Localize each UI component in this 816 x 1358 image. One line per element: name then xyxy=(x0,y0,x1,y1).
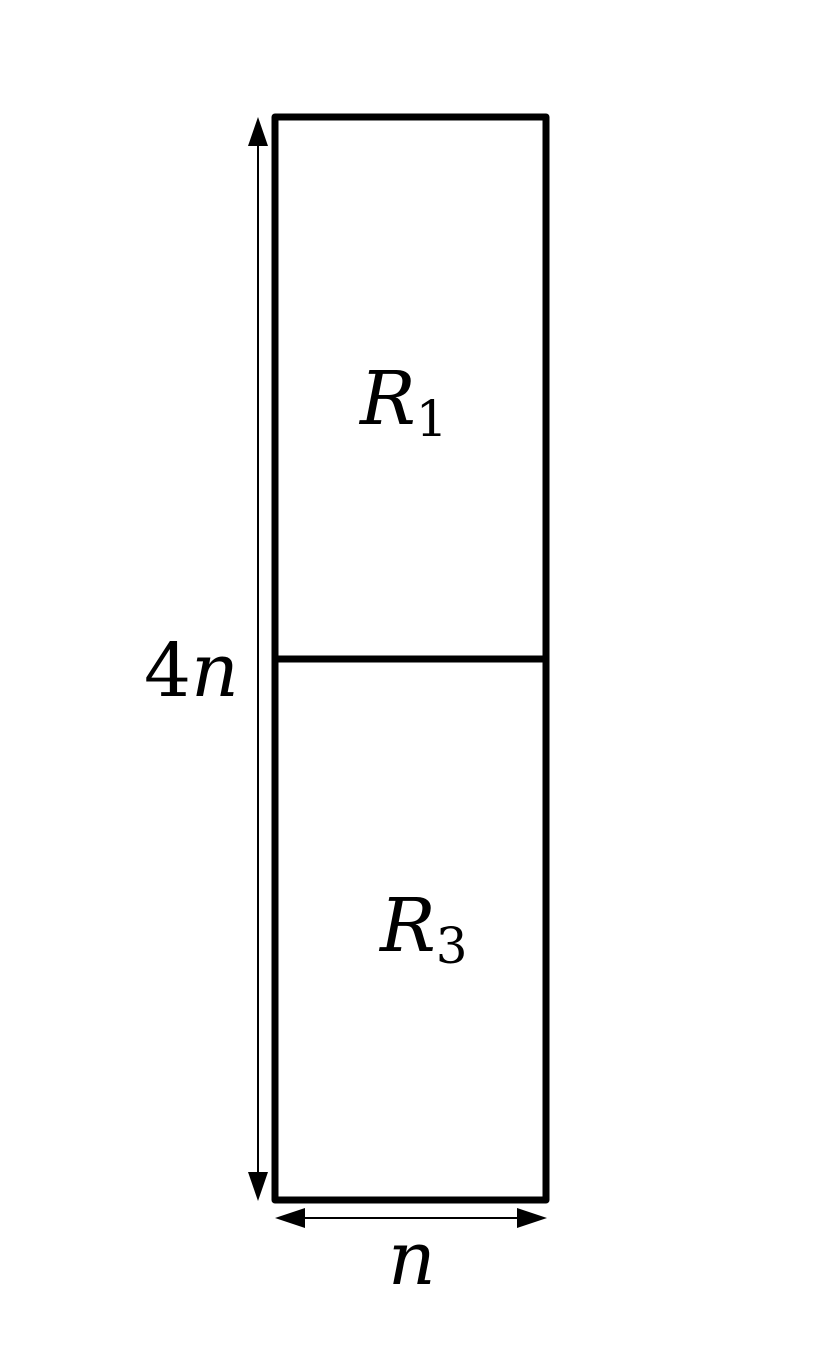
arrowhead-up-icon xyxy=(248,117,268,146)
height-label-coefficient: 4 xyxy=(144,628,191,714)
region-r1-subscript: 1 xyxy=(416,390,448,448)
height-dimension-arrow xyxy=(248,117,268,1201)
height-label: 4n xyxy=(144,628,239,714)
region-label-r1: R1 xyxy=(358,356,448,448)
arrowhead-down-icon xyxy=(248,1172,268,1201)
height-label-variable: n xyxy=(191,628,239,714)
arrowhead-left-icon xyxy=(275,1208,305,1228)
region-r3-symbol: R xyxy=(378,883,436,969)
region-label-r3: R3 xyxy=(378,883,468,975)
arrowhead-right-icon xyxy=(517,1208,547,1228)
width-label: n xyxy=(388,1216,436,1302)
region-r3-subscript: 3 xyxy=(436,917,468,975)
width-dimension-arrow xyxy=(275,1208,547,1228)
region-r1-symbol: R xyxy=(358,356,416,442)
